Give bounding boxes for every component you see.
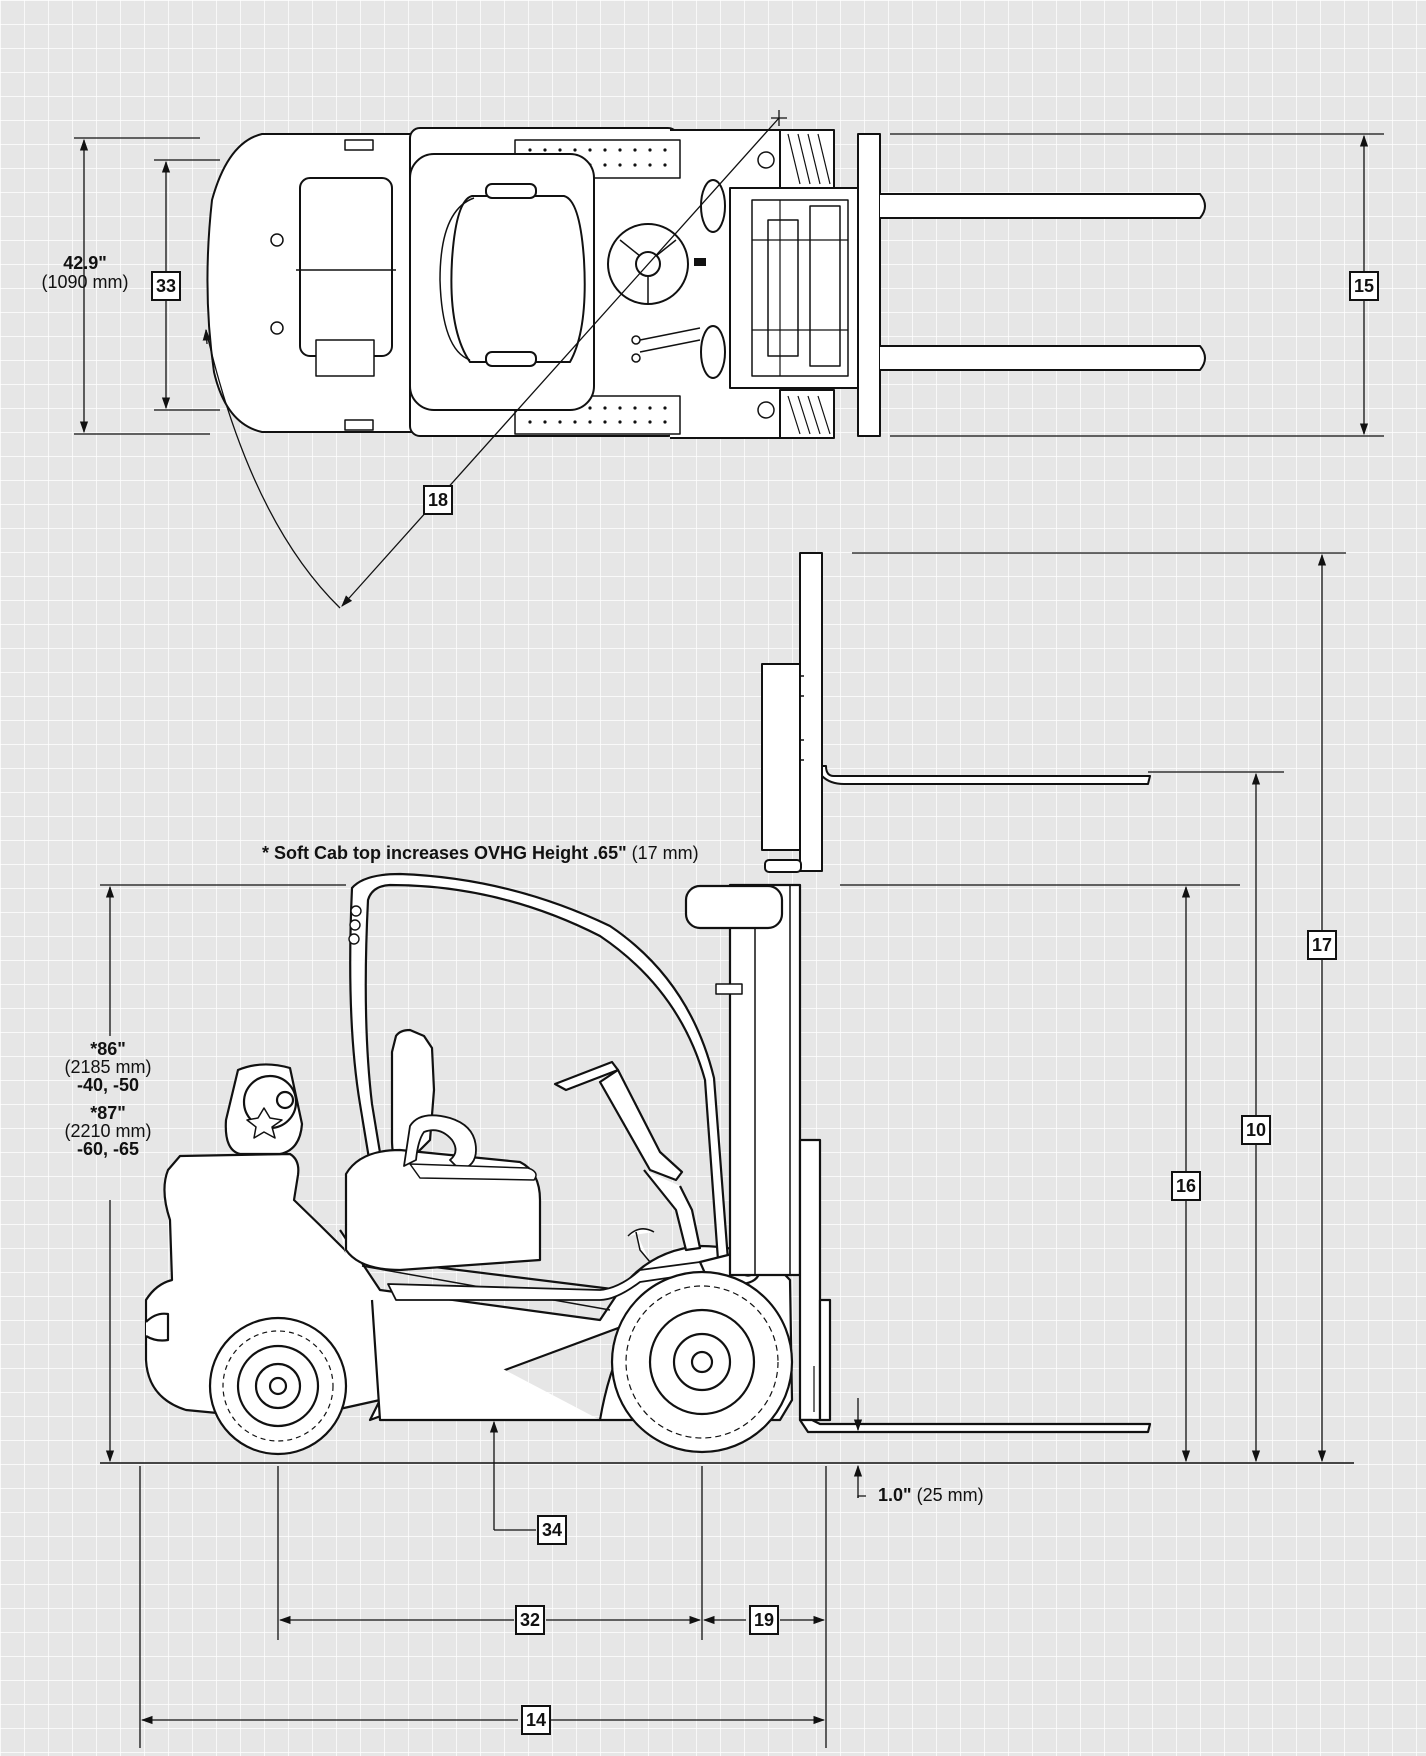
fork-clearance-label: 1.0" (25 mm) [878,1486,984,1505]
soft-cab-note-main: * Soft Cab top increases OVHG Height .65… [262,843,627,863]
forklift-top-view [206,110,1206,439]
callout-33: 33 [151,271,181,301]
ovhg-height-label: *86" (2185 mm) -40, -50 *87" (2210 mm) -… [44,1040,172,1158]
callout-14: 14 [521,1705,551,1735]
raised-fork-carriage [761,552,1151,873]
callout-15: 15 [1349,271,1379,301]
top-view-dimensions [74,133,1384,437]
ovhg-a-inches: *86" [90,1039,126,1059]
callout-10: 10 [1241,1115,1271,1145]
callout-16: 16 [1171,1171,1201,1201]
callout-17: 17 [1307,930,1337,960]
width-inches: 42.9" [63,253,107,273]
ovhg-b-inches: *87" [90,1103,126,1123]
soft-cab-note: * Soft Cab top increases OVHG Height .65… [262,844,699,863]
front-wheel [610,1270,794,1454]
ovhg-b-mm: (2210 mm) [64,1121,152,1141]
ovhg-b-models: -60, -65 [76,1139,140,1159]
width-mm: (1090 mm) [41,272,129,292]
callout-32: 32 [515,1605,545,1635]
soft-cab-note-mm: (17 mm) [631,843,699,863]
side-view-dimensions [100,552,1346,1748]
fork-clearance-inches: 1.0" [878,1485,912,1505]
width-dimension-label: 42.9" (1090 mm) [30,254,140,292]
callout-19: 19 [749,1605,779,1635]
turning-radius-dimension [202,117,780,609]
callout-34: 34 [537,1515,567,1545]
ovhg-a-models: -40, -50 [76,1075,140,1095]
fork-clearance-mm: (25 mm) [916,1485,984,1505]
ovhg-a-mm: (2185 mm) [64,1057,152,1077]
rear-wheel [208,1316,348,1456]
callout-18: 18 [423,485,453,515]
